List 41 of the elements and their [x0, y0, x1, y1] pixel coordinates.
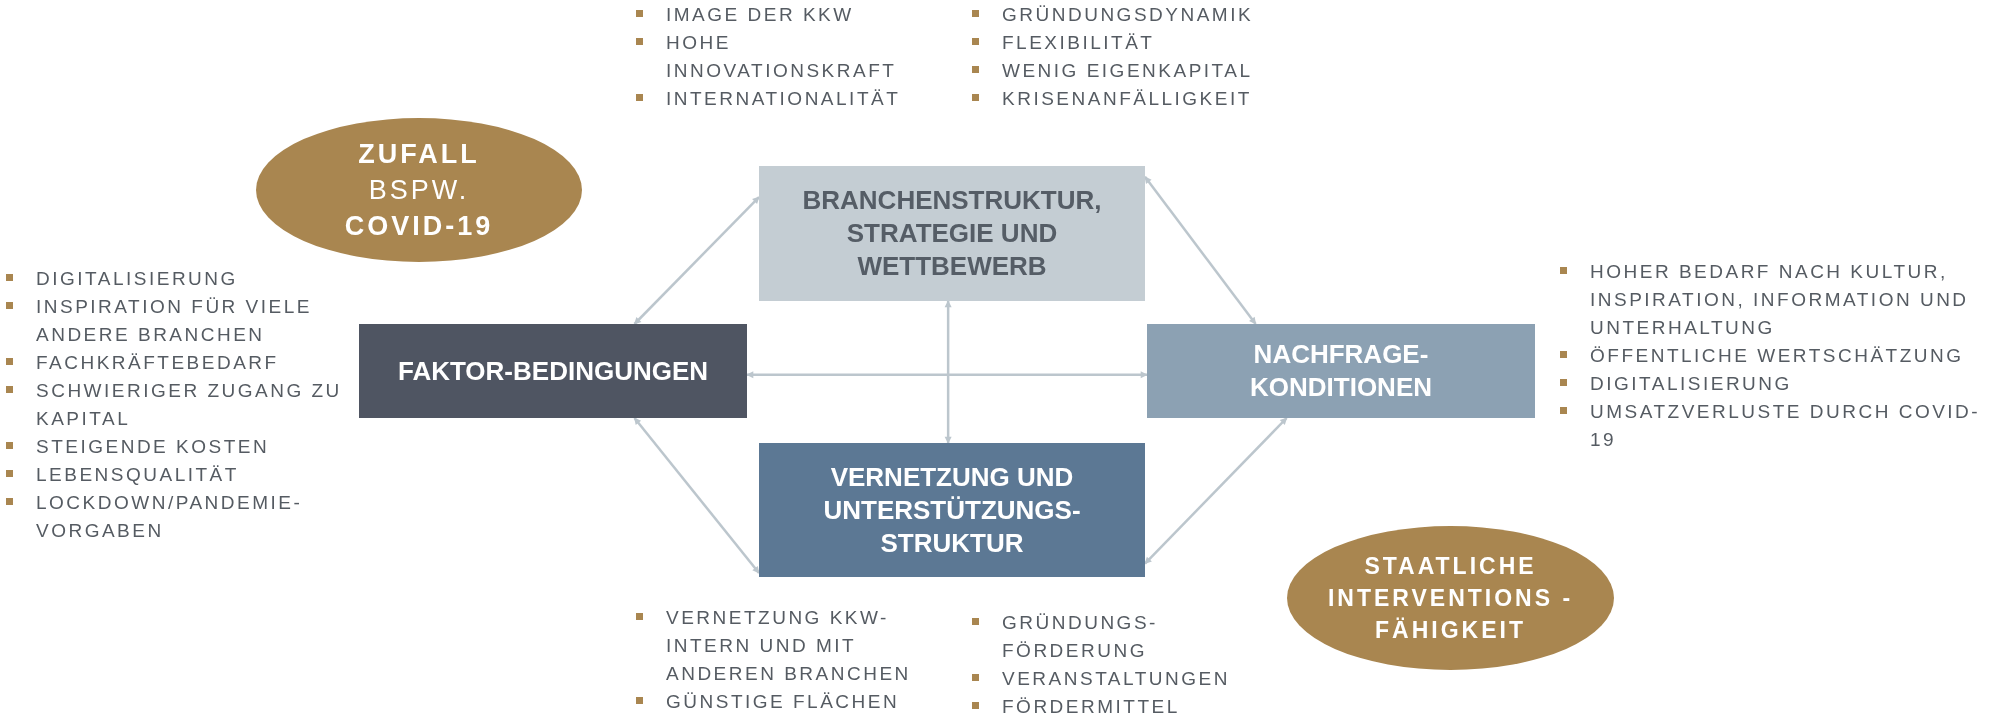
- ellipse-label: STAATLICHE INTERVENTIONS -FÄHIGKEIT: [1326, 552, 1575, 645]
- factor-box: [1147, 324, 1535, 418]
- list-item-text: VERANSTALTUNGEN: [1002, 668, 1230, 689]
- list-item-text: KRISENANFÄLLIGKEIT: [1002, 88, 1252, 109]
- box-label: BRANCHENSTRUKTUR, STRATEGIE UND WETTBEWERB: [801, 184, 1103, 283]
- double-arrow: [1144, 176, 1257, 325]
- list-item-text: FLEXIBILITÄT: [1002, 32, 1155, 53]
- list-item-text: HOHE INNOVATIONSKRAFT: [666, 32, 897, 81]
- list-item-text: UMSATZVERLUSTE DURCH COVID-19: [1590, 401, 1981, 450]
- list-item-text: DIGITALISIERUNG: [36, 268, 238, 289]
- ellipse-label: BSPW.: [368, 174, 470, 207]
- list-item-text: FACHKRÄFTEBEDARF: [36, 352, 279, 373]
- list-item-text: STEIGENDE KOSTEN: [36, 436, 270, 457]
- factor-box: [359, 324, 747, 418]
- factor-box: [759, 166, 1145, 301]
- list-item-text: WENIG EIGENKAPITAL: [1002, 60, 1253, 81]
- list-item-text: HOHER BEDARF NACH KULTUR, INSPIRATION, INFORMATION UND UNTERHALTUNG: [1590, 261, 1969, 338]
- list-item-text: VERNETZUNG KKW-INTERN UND MIT ANDEREN BRANCHEN: [666, 607, 911, 684]
- double-arrow: [633, 196, 760, 325]
- list-item-text: GÜNSTIGE FLÄCHEN: [666, 691, 900, 712]
- list-item-text: INSPIRATION FÜR VIELE ANDERE BRANCHEN: [36, 296, 312, 345]
- list-item-text: GRÜNDUNGSDYNAMIK: [1002, 4, 1254, 25]
- ellipse-label: ZUFALL: [358, 138, 480, 171]
- box-label: VERNETZUNG UND UNTERSTÜTZUNGS-STRUKTUR: [822, 460, 1082, 560]
- double-arrow: [1144, 417, 1288, 565]
- double-arrow: [633, 417, 760, 574]
- box-label: NACHFRAGE-KONDITIONEN: [1249, 338, 1433, 404]
- list-item-text: DIGITALISIERUNG: [1590, 373, 1792, 394]
- list-item-text: FÖRDERMITTEL: [1002, 696, 1180, 717]
- list-item-text: LEBENSQUALITÄT: [36, 464, 239, 485]
- list-item-text: LOCKDOWN/PANDEMIE-VORGABEN: [36, 492, 303, 541]
- list-item-text: GRÜNDUNGS-FÖRDERUNG: [1002, 612, 1158, 661]
- double-arrow: [746, 371, 1148, 379]
- ellipse-label: COVID-19: [344, 210, 494, 243]
- double-arrow: [944, 300, 952, 444]
- box-label: FAKTOR-BEDINGUNGEN: [397, 354, 709, 388]
- factor-box: [759, 443, 1145, 577]
- list-item-text: INTERNATIONALITÄT: [666, 88, 901, 109]
- list-item-text: IMAGE DER KKW: [666, 4, 854, 25]
- list-item-text: ÖFFENTLICHE WERTSCHÄTZUNG: [1590, 345, 1964, 366]
- list-item-text: SCHWIERIGER ZUGANG ZU KAPITAL: [36, 380, 342, 429]
